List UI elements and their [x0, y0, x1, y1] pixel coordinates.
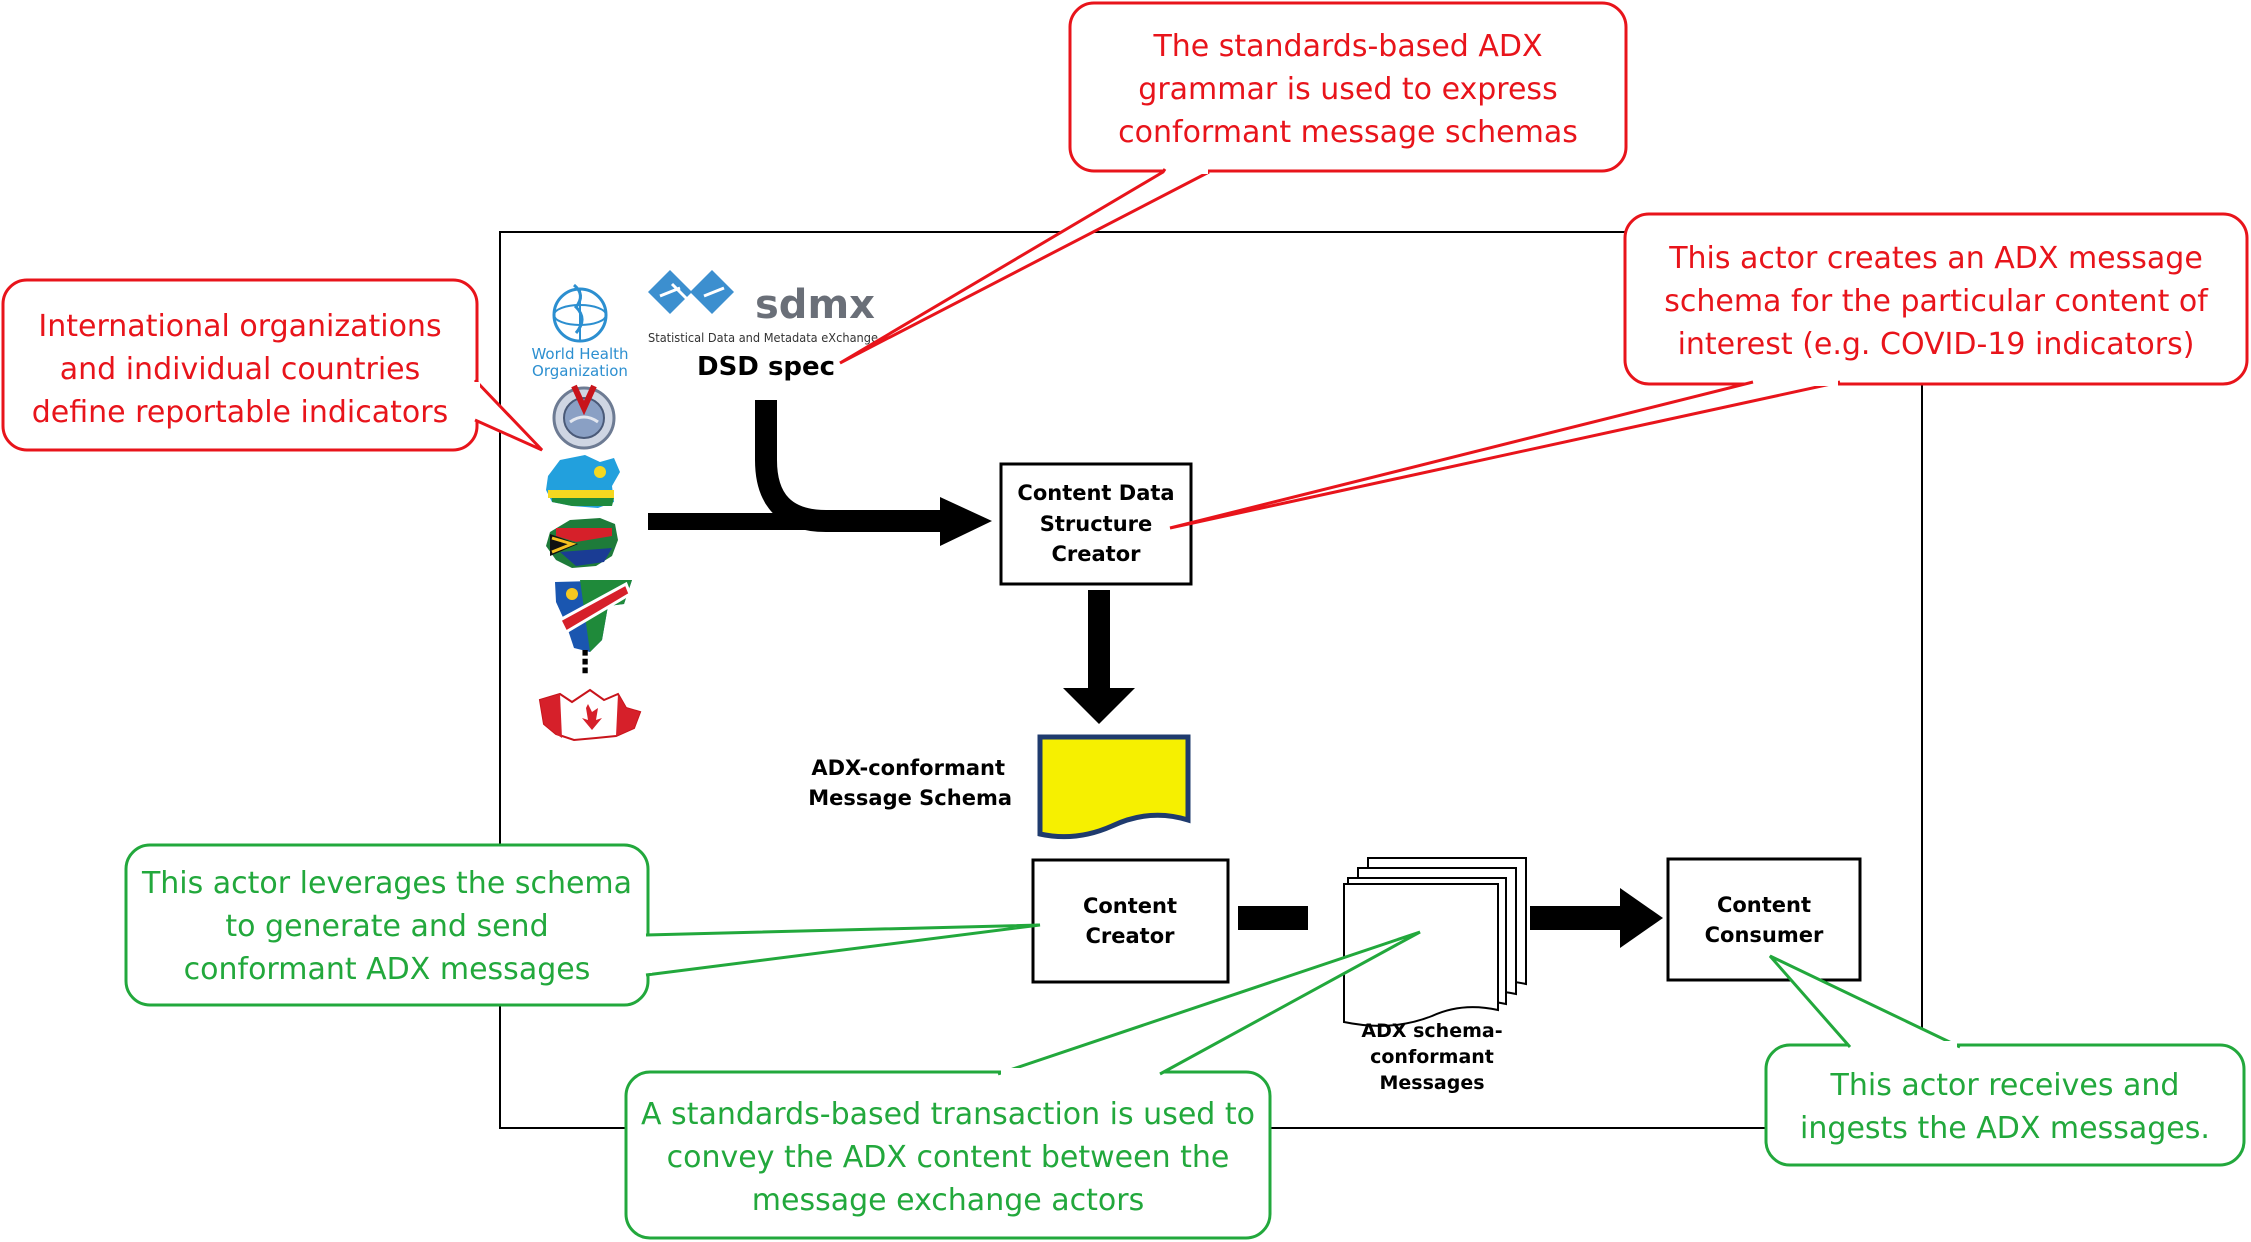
canada-flag-map-icon	[538, 688, 642, 742]
callout-leverages-line1: This actor leverages the schema	[141, 866, 632, 901]
namibia-flag-map-icon	[555, 580, 632, 652]
who-emblem-icon	[552, 283, 608, 343]
callout-adx-grammar-line3: conformant message schemas	[1118, 115, 1578, 150]
callout-leverages: This actor leverages the schema to gener…	[124, 843, 1041, 1007]
callout-schema-creator-line3: interest (e.g. COVID-19 indicators)	[1678, 327, 2195, 362]
callout-schema-creator-line1: This actor creates an ADX message	[1668, 241, 2203, 276]
callout-organizations-line3: define reportable indicators	[32, 395, 448, 430]
callout-organizations-line1: International organizations	[38, 309, 441, 344]
rwanda-flag-map-icon	[546, 455, 620, 508]
messages-label-line1: ADX schema-	[1361, 1020, 1502, 1042]
callout-leverages-line3: conformant ADX messages	[184, 952, 591, 987]
sdmx-wordmark: sdmx	[755, 282, 875, 328]
callout-leverages-line2: to generate and send	[225, 909, 548, 944]
creator-label-line1: Content	[1083, 894, 1177, 918]
creator-to-messages-arrow	[1238, 906, 1308, 930]
who-logo: World Health Organization	[531, 283, 629, 380]
content-data-structure-creator-box: Content Data Structure Creator	[999, 462, 1193, 586]
consumer-label-line1: Content	[1717, 893, 1811, 917]
sdmx-tagline: Statistical Data and Metadata eXchange	[648, 331, 878, 345]
callout-receives-line2: ingests the ADX messages.	[1800, 1111, 2210, 1146]
callout-receives: This actor receives and ingests the ADX …	[1764, 954, 2246, 1167]
creator-label-line2: Creator	[1085, 924, 1175, 948]
callout-transaction-line1: A standards-based transaction is used to	[641, 1097, 1255, 1132]
messages-label-line3: Messages	[1379, 1072, 1484, 1094]
more-countries-ellipsis: ⋮	[570, 645, 600, 680]
callout-receives-line1: This actor receives and	[1830, 1068, 2180, 1103]
callout-transaction: A standards-based transaction is used to…	[624, 930, 1421, 1240]
unaids-ribbon-globe-icon	[552, 384, 616, 450]
dsd-spec-merge-arrow	[755, 400, 948, 532]
cdsc-label-line1: Content Data	[1017, 481, 1174, 505]
callout-adx-grammar-line1: The standards-based ADX	[1152, 29, 1542, 64]
south-africa-flag-map-icon	[546, 518, 618, 568]
callout-transaction-line2: convey the ADX content between the	[667, 1140, 1230, 1175]
schema-label-line2: Message Schema	[808, 786, 1012, 810]
callout-organizations: International organizations and individu…	[1, 278, 544, 452]
adx-message-schema-document-icon	[1037, 734, 1191, 840]
messages-label-line2: conformant	[1370, 1046, 1494, 1068]
callout-adx-grammar: The standards-based ADX grammar is used …	[839, 1, 1628, 365]
callout-schema-creator: This actor creates an ADX message schema…	[1169, 212, 2249, 530]
content-creator-box: Content Creator	[1031, 858, 1230, 984]
cdsc-label-line3: Creator	[1051, 542, 1141, 566]
cdsc-label-line2: Structure	[1040, 512, 1153, 536]
schema-label-line1: ADX-conformant	[811, 756, 1005, 780]
callout-transaction-line3: message exchange actors	[752, 1183, 1144, 1218]
sdmx-diamond-icon	[648, 270, 734, 314]
callout-schema-creator-line2: schema for the particular content of	[1664, 284, 2209, 319]
adx-messages-stack-icon	[1343, 857, 1527, 1027]
sdmx-logo: sdmx Statistical Data and Metadata eXcha…	[648, 270, 878, 345]
consumer-label-line2: Consumer	[1705, 923, 1824, 947]
cdsc-to-schema-arrow	[1063, 590, 1135, 724]
messages-to-consumer-arrow	[1530, 888, 1663, 948]
who-name-line2: Organization	[532, 362, 628, 380]
callout-organizations-line2: and individual countries	[60, 352, 421, 387]
content-consumer-box: Content Consumer	[1666, 857, 1862, 982]
dsd-spec-label: DSD spec	[697, 352, 835, 382]
who-name-line1: World Health	[531, 345, 628, 363]
callout-adx-grammar-line2: grammar is used to express	[1138, 72, 1557, 107]
